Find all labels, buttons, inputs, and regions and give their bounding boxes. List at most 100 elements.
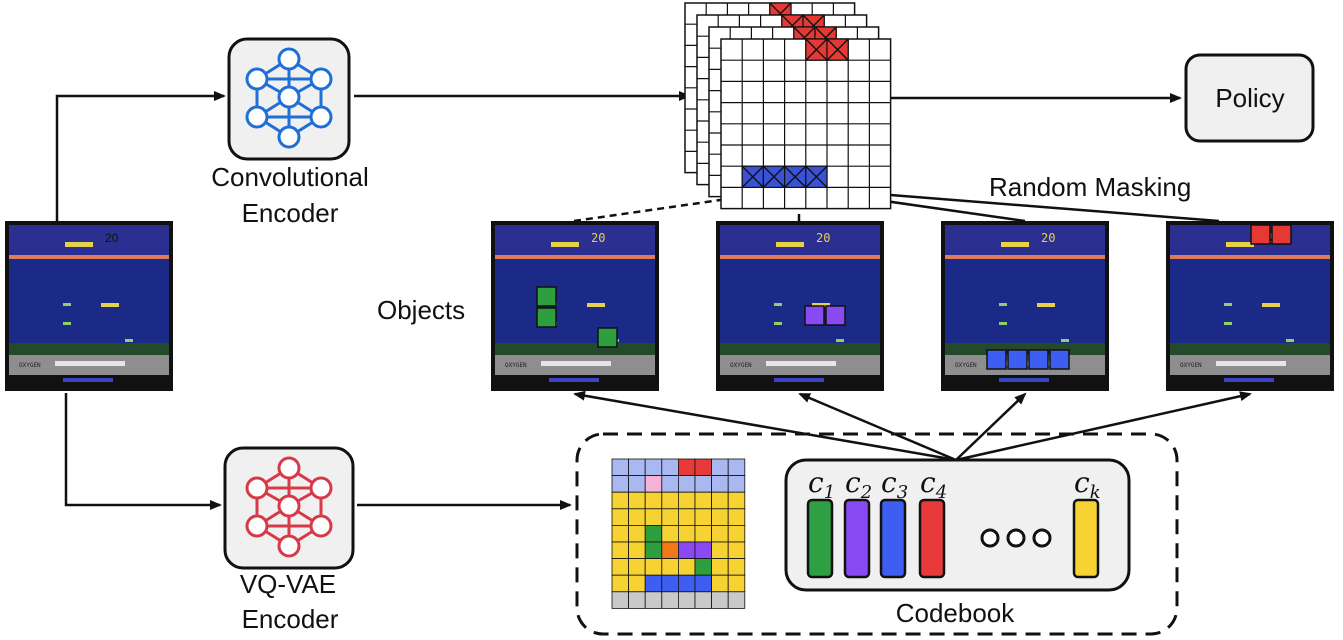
- vqvae-label-1: VQ-VAE: [240, 569, 336, 599]
- score-text: 20: [591, 231, 605, 245]
- latent-cell: [694, 574, 713, 593]
- latent-cell: [727, 491, 746, 510]
- network-node: [245, 67, 269, 91]
- latent-cell: [694, 558, 713, 576]
- latent-cell: [711, 491, 729, 510]
- latent-cell: [644, 574, 663, 593]
- latent-cell: [678, 525, 696, 543]
- latent-cell: [727, 591, 746, 609]
- latent-cell: [628, 591, 646, 609]
- latent-cell: [678, 574, 696, 593]
- latent-cell: [694, 475, 713, 493]
- codebook-entry-1: c1: [806, 466, 835, 579]
- latent-cell: [661, 458, 679, 477]
- codebook-vector-bar: [918, 498, 946, 579]
- latent-cell: [661, 574, 679, 593]
- object-blue-4: [1049, 349, 1070, 370]
- latent-cell: [628, 558, 646, 576]
- latent-cell: [611, 541, 630, 560]
- latent-cell: [611, 508, 630, 526]
- latent-cell: [628, 574, 646, 593]
- codebook-vector-bar: [806, 498, 834, 579]
- policy-label: Policy: [1215, 83, 1284, 113]
- network-node: [309, 105, 333, 129]
- latent-cell: [611, 591, 630, 609]
- latent-cell: [711, 541, 729, 560]
- input-game-screen: 20 OXYGEN: [5, 221, 173, 391]
- latent-cell: [678, 508, 696, 526]
- quantized-latent-grid: [611, 458, 746, 609]
- latent-cell: [661, 591, 679, 609]
- arrow-to-conv-encoder: [55, 91, 226, 221]
- latent-cell: [694, 508, 713, 526]
- object-green-1: [536, 286, 557, 307]
- latent-cell: [678, 558, 696, 576]
- latent-cell: [727, 508, 746, 526]
- codebook-entry-4: c4: [918, 466, 947, 579]
- random-masking-label: Random Masking: [989, 172, 1191, 202]
- latent-cell: [644, 508, 663, 526]
- oxygen-text: OXYGEN: [19, 362, 41, 369]
- codebook-label: Codebook: [896, 598, 1016, 628]
- latent-cell: [711, 574, 729, 593]
- vqvae-encoder-box: [223, 446, 355, 570]
- quantization-region: [575, 432, 1179, 636]
- mask-cross: [805, 38, 828, 61]
- object-blue-1: [986, 349, 1007, 370]
- conv-encoder-label-2: Encoder: [242, 198, 339, 228]
- latent-cell: [711, 508, 729, 526]
- object-purple-1: [804, 305, 825, 326]
- ellipsis-dot: [1006, 528, 1026, 548]
- codebook-entry-2: c2: [843, 466, 872, 579]
- latent-cell: [628, 541, 646, 560]
- latent-cell: [727, 541, 746, 560]
- latent-cell: [694, 458, 713, 477]
- latent-cell: [694, 541, 713, 560]
- latent-cell: [611, 475, 630, 493]
- network-node: [277, 47, 301, 71]
- latent-cell: [661, 508, 679, 526]
- latent-cell: [661, 475, 679, 493]
- network-node: [277, 456, 301, 480]
- codebook-entry-label: c4: [920, 466, 947, 503]
- object-arrow-4: [955, 391, 1252, 462]
- mask-cross: [826, 38, 849, 61]
- codebook-entry-3: c3: [879, 466, 908, 579]
- latent-cell: [611, 574, 630, 593]
- latent-cell: [628, 475, 646, 493]
- latent-cell: [678, 541, 696, 560]
- ellipsis-dot: [1032, 528, 1052, 548]
- latent-cell: [711, 558, 729, 576]
- latent-cell: [694, 525, 713, 543]
- oxygen-text: OXYGEN: [955, 362, 977, 369]
- latent-cell: [711, 458, 729, 477]
- latent-cell: [644, 458, 663, 477]
- latent-cell: [727, 574, 746, 593]
- policy-box: [1184, 53, 1315, 143]
- mask-cross: [805, 165, 828, 188]
- object-green-2: [536, 307, 557, 328]
- latent-cell: [661, 491, 679, 510]
- mask-cross: [762, 165, 786, 188]
- score-text: 20: [105, 231, 119, 245]
- network-node: [277, 125, 301, 149]
- network-node: [277, 85, 301, 109]
- feature-grid-layer: [720, 38, 892, 210]
- object-screen-2: 20 OXYGEN: [716, 221, 884, 391]
- network-node: [277, 534, 301, 558]
- convolutional-encoder-box: [227, 37, 351, 161]
- object-red-1: [1250, 224, 1271, 245]
- latent-cell: [644, 541, 663, 560]
- latent-cell: [644, 558, 663, 576]
- latent-cell: [678, 475, 696, 493]
- object-red-2: [1271, 224, 1292, 245]
- mask-cross: [741, 165, 764, 188]
- network-node: [245, 476, 269, 500]
- latent-cell: [727, 475, 746, 493]
- latent-cell: [611, 491, 630, 510]
- latent-cell: [661, 541, 679, 560]
- latent-cell: [727, 558, 746, 576]
- network-node: [309, 476, 333, 500]
